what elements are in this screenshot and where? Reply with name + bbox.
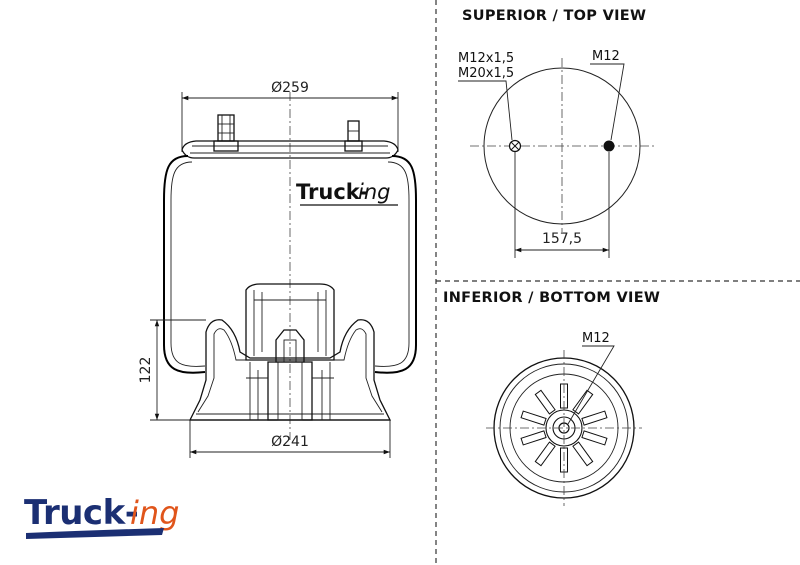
right-hole-leader bbox=[590, 63, 625, 141]
top-diameter-dimension: Ø259 bbox=[181, 80, 399, 152]
bellows-brand-suffix: ing bbox=[358, 180, 390, 204]
brand-logo: Truck- ing bbox=[24, 493, 179, 539]
hole-spacing-label: 157,5 bbox=[542, 231, 582, 247]
brand-logo-main: Truck- bbox=[24, 493, 138, 533]
top-plate bbox=[181, 140, 399, 159]
side-view: Ø259 bbox=[138, 80, 417, 458]
bottom-diameter-label: Ø241 bbox=[271, 434, 309, 450]
bellows-brand-mark: Truck- ing bbox=[296, 180, 398, 206]
thread-right-label: M12 bbox=[592, 49, 620, 64]
bottom-view: INFERIOR / BOTTOM VIEW M12 bbox=[443, 290, 660, 506]
height-label: 122 bbox=[138, 357, 154, 384]
piston-rib bbox=[581, 410, 608, 426]
left-hole-leader bbox=[458, 80, 513, 141]
right-threaded-hole bbox=[603, 140, 615, 152]
thread-left-label-2: M20x1,5 bbox=[458, 66, 514, 81]
piston-rib bbox=[520, 410, 547, 426]
bellows-brand-main: Truck- bbox=[296, 180, 368, 204]
piston-rib bbox=[581, 430, 608, 446]
left-threaded-hole bbox=[508, 139, 522, 153]
top-stud-small bbox=[344, 120, 363, 152]
rubber-bellows bbox=[163, 155, 417, 374]
piston-rib bbox=[534, 389, 556, 415]
top-view: SUPERIOR / TOP VIEW M12x1,5 M20x1,5 M12 … bbox=[458, 8, 654, 258]
top-diameter-label: Ø259 bbox=[271, 80, 309, 96]
bottom-view-title: INFERIOR / BOTTOM VIEW bbox=[443, 290, 660, 306]
piston-rib bbox=[520, 430, 547, 446]
top-view-title: SUPERIOR / TOP VIEW bbox=[462, 8, 646, 24]
bottom-hole-leader bbox=[567, 345, 615, 425]
hole-spacing-dimension: 157,5 bbox=[514, 152, 610, 258]
bottom-thread-label: M12 bbox=[582, 331, 610, 346]
thread-left-label-1: M12x1,5 bbox=[458, 51, 514, 66]
piston-rib bbox=[572, 441, 594, 467]
piston-rib bbox=[534, 441, 556, 467]
piston bbox=[188, 283, 392, 421]
brand-logo-swoosh bbox=[26, 528, 164, 539]
height-dimension: 122 bbox=[138, 319, 206, 421]
bottom-diameter-dimension: Ø241 bbox=[189, 420, 391, 458]
brand-logo-suffix: ing bbox=[130, 494, 179, 532]
top-stud-large bbox=[213, 114, 239, 152]
